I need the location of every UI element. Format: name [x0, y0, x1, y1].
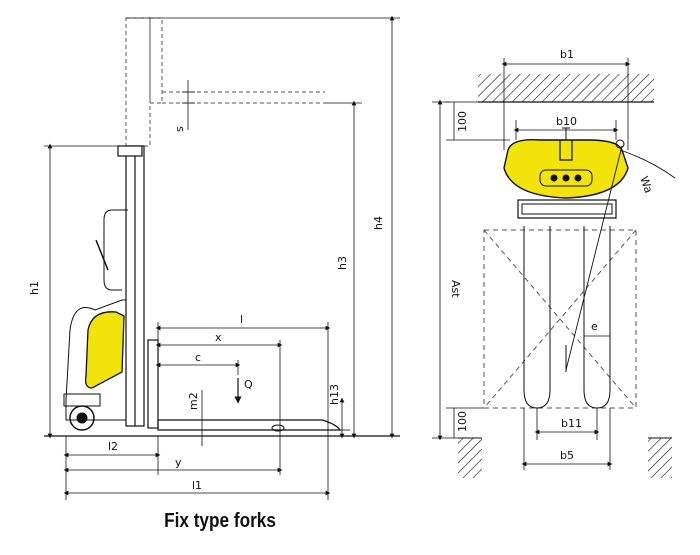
label-b10: b10 — [556, 115, 577, 128]
label-wa: Wa — [637, 175, 655, 195]
figure-caption: Fix type forks — [164, 510, 276, 532]
label-l2: l2 — [108, 440, 118, 453]
label-y: y — [175, 456, 182, 469]
chassis — [65, 299, 127, 421]
label-b5: b5 — [560, 449, 574, 462]
wall-bottom-right — [648, 438, 672, 478]
label-l1: l1 — [192, 479, 202, 492]
label-s: s — [173, 126, 186, 132]
label-b11: b11 — [561, 417, 582, 430]
top-view-labels: b1 b10 100 Ast 100 Wa e b11 b5 — [449, 48, 655, 462]
label-q: Q — [244, 378, 253, 391]
tiller-handle — [103, 209, 128, 291]
label-h3: h3 — [336, 256, 349, 270]
mast — [117, 145, 159, 429]
label-c: c — [195, 351, 201, 364]
fork-right — [583, 226, 611, 409]
wall-top — [478, 74, 654, 102]
fork-left — [523, 226, 551, 409]
label-b1: b1 — [560, 48, 574, 61]
side-view — [44, 15, 400, 500]
label-m2: m2 — [187, 392, 200, 410]
label-l: l — [240, 313, 243, 326]
wall-bottom-left — [458, 438, 482, 478]
top-dimension-lines — [432, 58, 631, 470]
pallet-outline — [483, 229, 637, 409]
label-h1: h1 — [28, 281, 41, 295]
label-clear-top: 100 — [456, 111, 469, 132]
label-clear-bottom: 100 — [456, 411, 469, 432]
label-ast: Ast — [449, 280, 462, 298]
label-h13: h13 — [328, 384, 341, 405]
label-e: e — [591, 320, 598, 333]
body-cover — [84, 311, 125, 389]
side-view-labels: h1 h4 h3 s l x c Q m2 h13 l2 y l1 — [28, 126, 385, 492]
top-view — [432, 58, 676, 478]
truck-body-top — [503, 139, 629, 199]
fork — [157, 419, 342, 431]
dimension-lines — [44, 15, 400, 500]
raised-mast-outline — [125, 17, 325, 147]
label-x: x — [215, 331, 222, 344]
label-h4: h4 — [372, 216, 385, 230]
